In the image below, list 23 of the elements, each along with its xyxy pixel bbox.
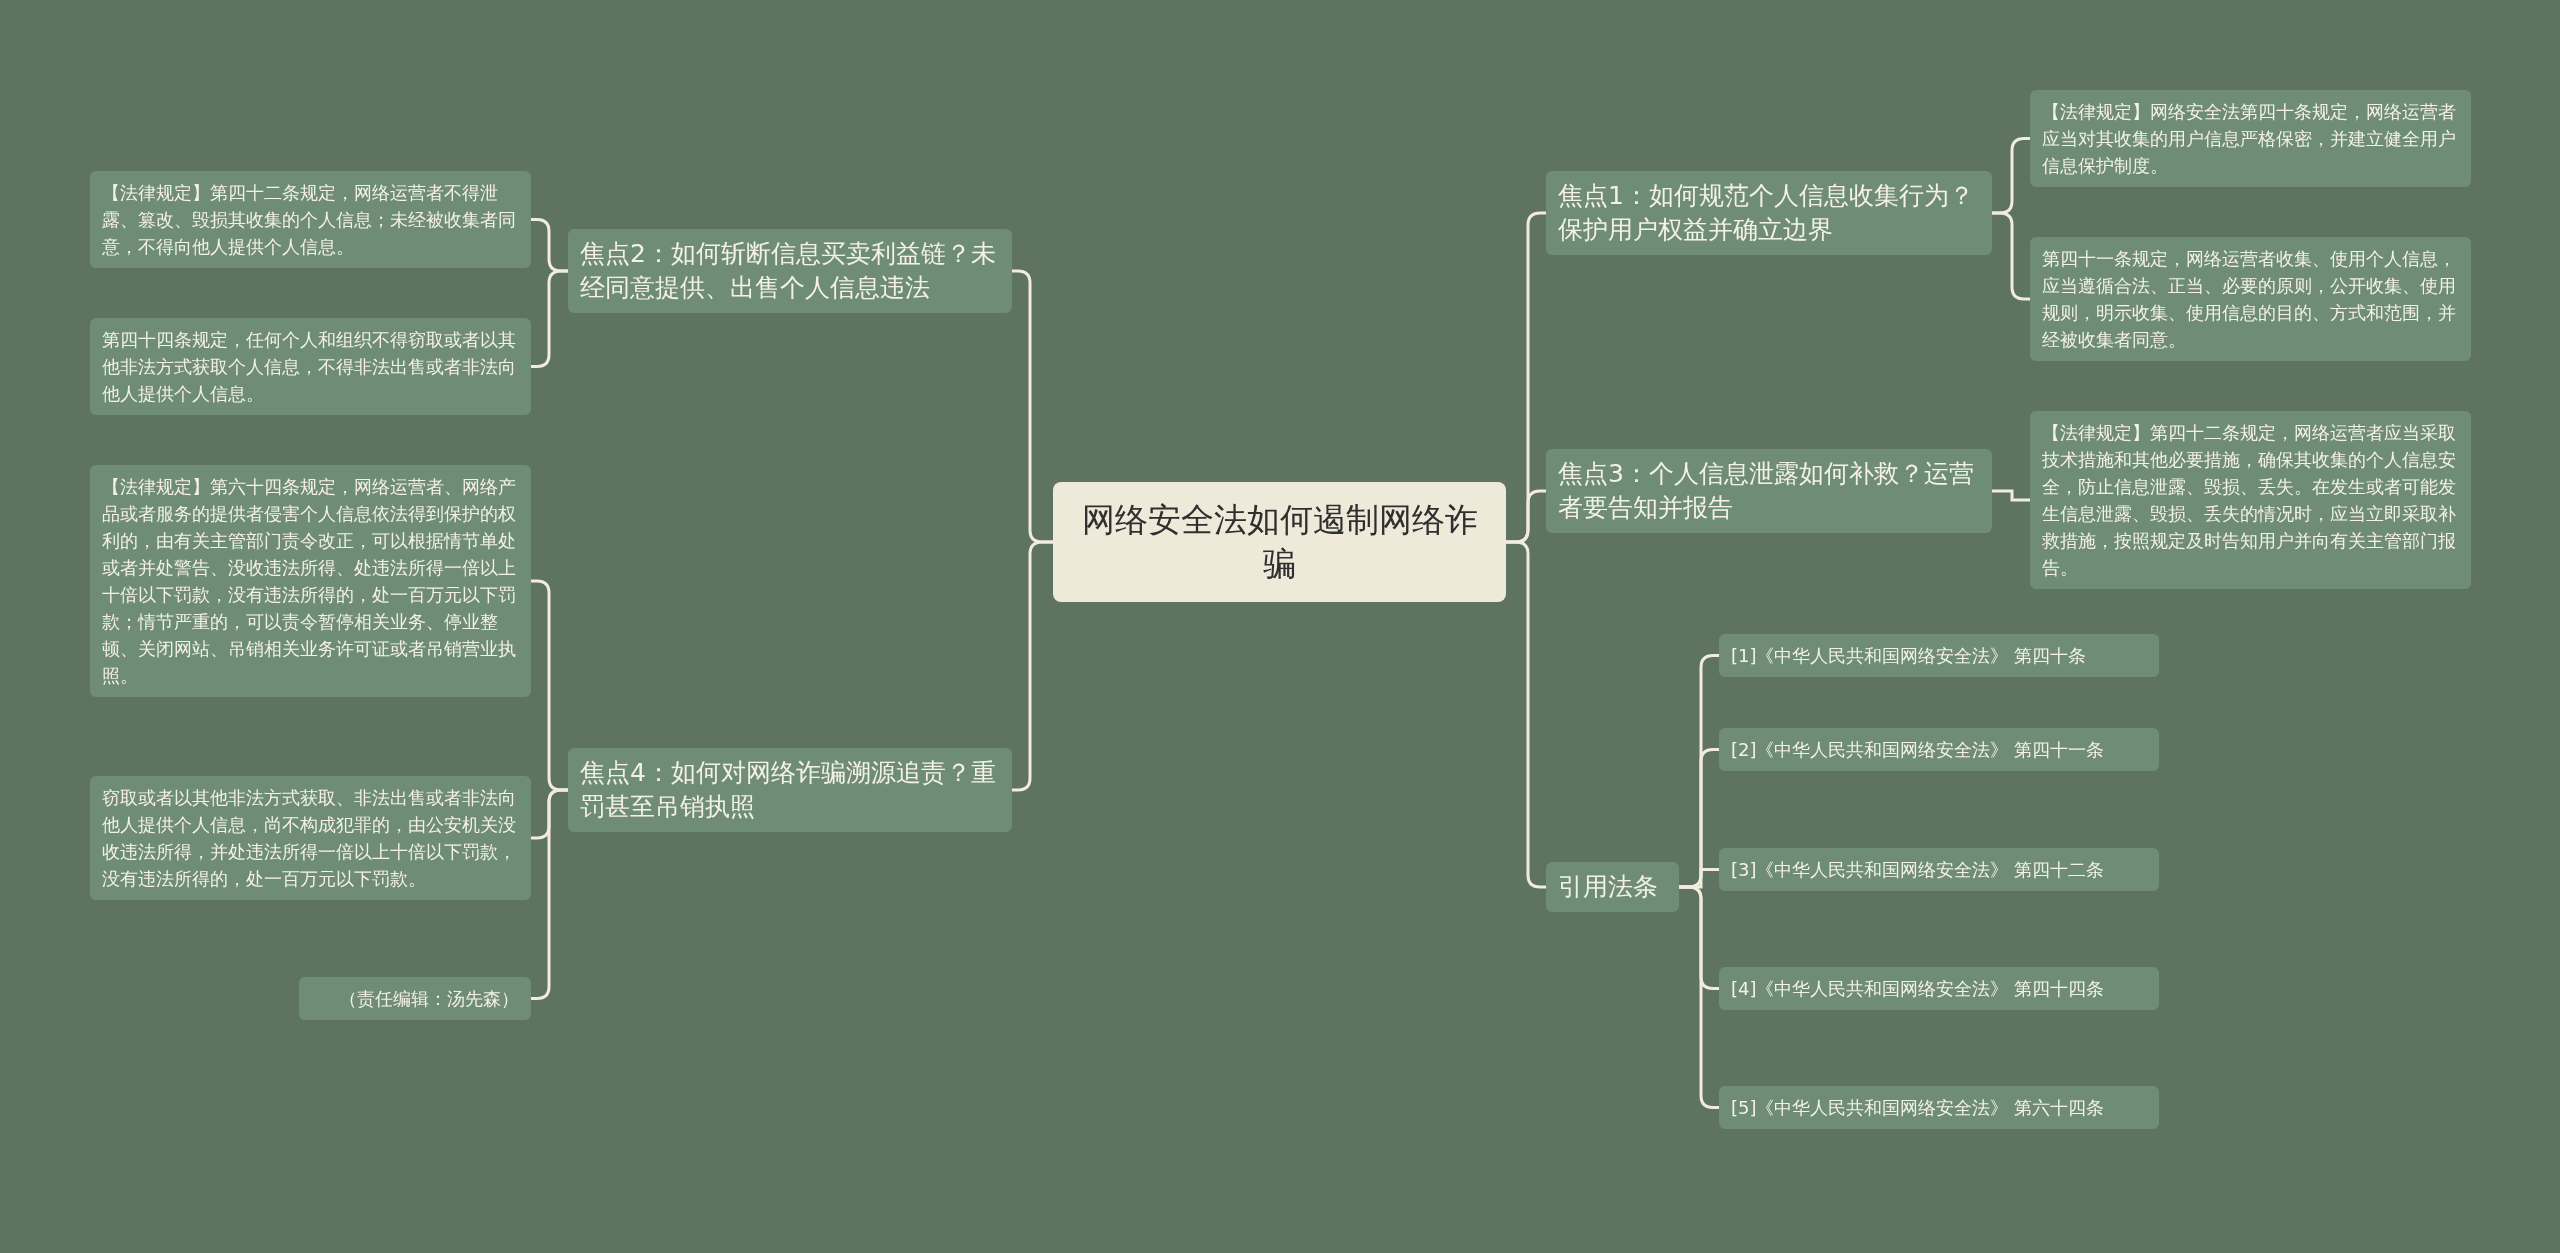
note-node: 【法律规定】第四十二条规定，网络运营者应当采取技术措施和其他必要措施，确保其收集的个人信息安全，防止信息泄露、毁损、丢失。在发生或者可能发生信息泄露、毁损、丢失的情况时，应当立即采取补救措施，按照规定及时告知用户并向有关主管部门报告。 xyxy=(2030,411,2471,589)
topic-node: 焦点4：如何对网络诈骗溯源追责？重罚甚至吊销执照 xyxy=(568,748,1012,832)
note-node: [2]《中华人民共和国网络安全法》 第四十一条 xyxy=(1719,728,2159,771)
topic-node: 焦点2：如何斩断信息买卖利益链？未经同意提供、出售个人信息违法 xyxy=(568,229,1012,313)
note-node: 【法律规定】第六十四条规定，网络运营者、网络产品或者服务的提供者侵害个人信息依法得到保护的权利的，由有关主管部门责令改正，可以根据情节单处或者并处警告、没收违法所得、处违法所得一倍以上十倍以下罚款，没有违法所得的，处一百万元以下罚款；情节严重的，可以责令暂停相关业务、停业整顿、关闭网站、吊销相关业务许可证或者吊销营业执照。 xyxy=(90,465,531,697)
note-node: [5]《中华人民共和国网络安全法》 第六十四条 xyxy=(1719,1086,2159,1129)
topic-node: 引用法条 xyxy=(1546,862,1679,912)
note-node: 窃取或者以其他非法方式获取、非法出售或者非法向他人提供个人信息，尚不构成犯罪的，由公安机关没收违法所得，并处违法所得一倍以上十倍以下罚款，没有违法所得的，处一百万元以下罚款。 xyxy=(90,776,531,900)
connector-line xyxy=(1992,211,2030,301)
connector-line xyxy=(531,269,568,368)
note-node: [1]《中华人民共和国网络安全法》 第四十条 xyxy=(1719,634,2159,677)
note-node: 【法律规定】网络安全法第四十条规定，网络运营者应当对其收集的用户信息严格保密，并建立健全用户信息保护制度。 xyxy=(2030,90,2471,187)
note-node: [4]《中华人民共和国网络安全法》 第四十四条 xyxy=(1719,967,2159,1010)
note-node: 【法律规定】第四十二条规定，网络运营者不得泄露、篡改、毁损其收集的个人信息；未经被收集者同意，不得向他人提供个人信息。 xyxy=(90,171,531,268)
note-node: 第四十一条规定，网络运营者收集、使用个人信息，应当遵循合法、正当、必要的原则，公开收集、使用规则，明示收集、使用信息的目的、方式和范围，并经被收集者同意。 xyxy=(2030,237,2471,361)
central-topic: 网络安全法如何遏制网络诈骗 xyxy=(1053,482,1506,602)
topic-node: 焦点1：如何规范个人信息收集行为？保护用户权益并确立边界 xyxy=(1546,171,1992,255)
topic-node: 焦点3：个人信息泄露如何补救？运营者要告知并报告 xyxy=(1546,449,1992,533)
connector-line xyxy=(1506,540,1546,889)
note-node: 第四十四条规定，任何个人和组织不得窃取或者以其他非法方式获取个人信息，不得非法出售或者非法向他人提供个人信息。 xyxy=(90,318,531,415)
note-node: [3]《中华人民共和国网络安全法》 第四十二条 xyxy=(1719,848,2159,891)
connector-line xyxy=(1992,489,2030,502)
note-node: （责任编辑：汤先森） xyxy=(299,977,531,1020)
